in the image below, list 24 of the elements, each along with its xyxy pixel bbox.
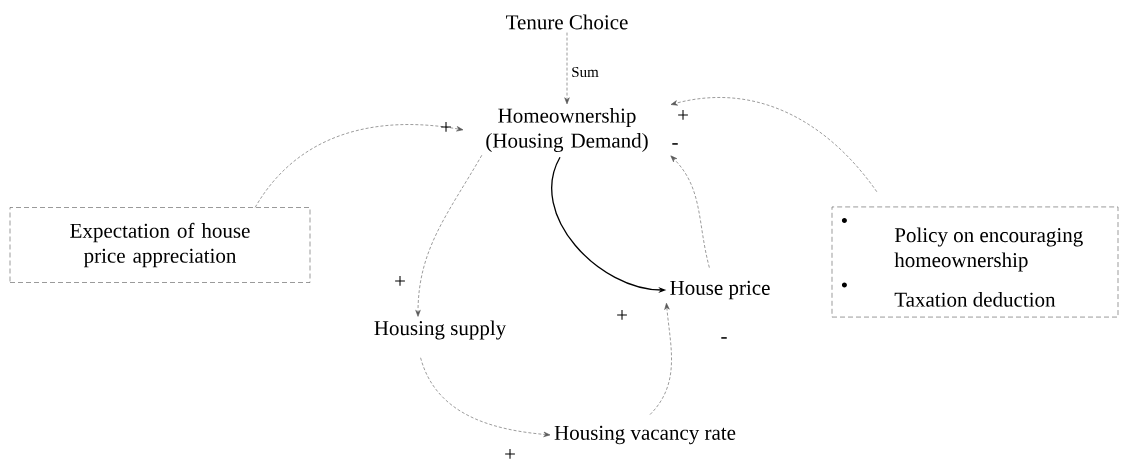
variable-label: Homeownership (Housing Demand): [486, 107, 648, 153]
arrow: [670, 97, 878, 193]
arrow: [415, 154, 483, 317]
dashed-box: • Policy on encouraging homeownership • Taxation deduction: [831, 206, 1119, 318]
edge-label: +: [395, 276, 405, 286]
edge-label: +: [505, 449, 515, 459]
dashed-box: Expectation of house price appreciation: [9, 207, 311, 283]
variable-label: Housing vacancy rate: [554, 425, 736, 445]
edge-label: Sum: [572, 66, 599, 78]
arrow: [564, 32, 570, 105]
edge-label: +: [617, 310, 627, 320]
variable-label: Tenure Choice: [506, 14, 628, 30]
edge-label: +: [678, 110, 688, 120]
variable-label: House price: [670, 280, 770, 300]
arrow: [649, 302, 672, 415]
arrow: [420, 357, 551, 437]
bullet: •: [841, 218, 847, 223]
edge-label: +: [441, 122, 451, 132]
edge-label: -: [672, 143, 678, 145]
bullet: •: [841, 282, 847, 288]
edge-label: -: [721, 337, 727, 339]
arrow: [254, 124, 464, 208]
arrow: [670, 155, 710, 268]
variable-label: Housing supply: [374, 320, 507, 340]
